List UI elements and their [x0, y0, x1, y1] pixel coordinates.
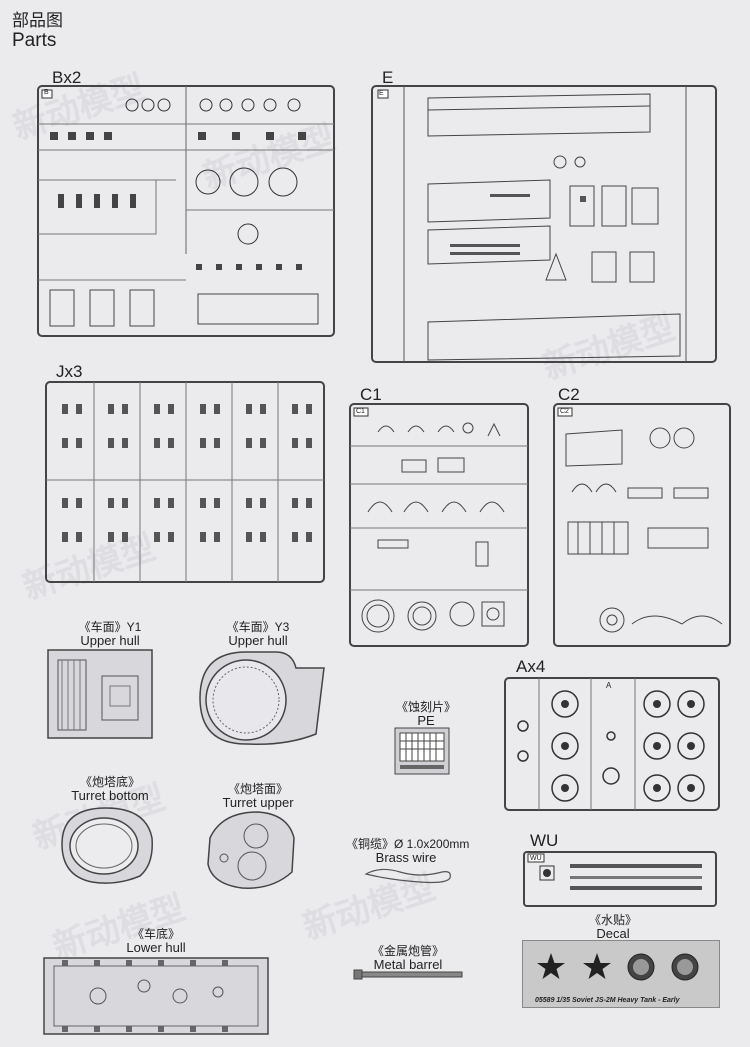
decal-product-caption: 05589 1/35 Soviet JS-2M Heavy Tank - Ear…	[535, 997, 680, 1004]
turret-bottom-caption: 《炮塔底》 Turret bottom	[60, 775, 160, 803]
sprue-tag-a: A	[606, 681, 612, 690]
turret-upper-caption-cn: 《炮塔面》	[227, 782, 288, 796]
sprue-label-ax4: Ax4	[516, 657, 546, 676]
pe-caption: 《蚀刻片》 PE	[386, 700, 466, 728]
sprue-tag-e: E	[379, 90, 384, 97]
metal-barrel-diagram	[353, 969, 463, 980]
decal-caption-en: Decal	[596, 926, 630, 941]
sprue-c2-diagram	[553, 403, 731, 647]
turret-upper-caption-en: Turret upper	[222, 795, 294, 810]
metal-barrel-caption: 《金属炮管》 Metal barrel	[358, 944, 458, 972]
sprue-label-c1: C1	[360, 385, 382, 404]
turret-bottom-caption-cn: 《炮塔底》	[79, 775, 140, 789]
brass-wire-caption-cn: 《铜缆》Ø 1.0x200mm	[346, 837, 470, 851]
sprue-wu-diagram	[523, 851, 717, 907]
sprue-e-diagram	[371, 85, 717, 363]
lower-hull-caption-cn: 《车底》	[131, 927, 180, 941]
decal-caption-cn: 《水贴》	[588, 913, 637, 927]
lower-hull-diagram	[43, 957, 269, 1035]
y3-caption: 《车面》Y3 Upper hull	[208, 620, 308, 648]
sprue-label-wu: WU	[530, 831, 559, 850]
upper-hull-y3-diagram	[199, 651, 325, 746]
brass-wire-diagram	[364, 868, 451, 884]
turret-upper-diagram	[207, 811, 295, 889]
sprue-c1-diagram	[349, 403, 529, 647]
lower-hull-caption-en: Lower hull	[126, 940, 186, 955]
sprue-label-bx2: Bx2	[52, 68, 82, 87]
pe-caption-en: PE	[417, 713, 435, 728]
pe-fret-diagram	[394, 727, 450, 775]
sprue-bx2-diagram	[37, 85, 335, 337]
y3-caption-cn: 《车面》Y3	[226, 620, 290, 634]
sprue-jx3-diagram	[45, 381, 325, 583]
decal-caption: 《水贴》 Decal	[578, 913, 648, 941]
page-title: Parts	[12, 30, 57, 51]
metal-barrel-caption-cn: 《金属炮管》	[371, 944, 444, 958]
lower-hull-caption: 《车底》 Lower hull	[116, 927, 196, 955]
brass-wire-caption-en: Brass wire	[375, 850, 437, 865]
sprue-tag-c2: C2	[560, 408, 569, 415]
turret-bottom-diagram	[61, 807, 153, 884]
decal-markings	[537, 953, 699, 981]
page-title-cn: 部品图	[12, 11, 63, 30]
brass-wire-caption: 《铜缆》Ø 1.0x200mm Brass wire	[346, 837, 470, 865]
upper-hull-y1-diagram	[47, 649, 153, 739]
sprue-label-c2: C2	[558, 385, 580, 404]
red-star-decal	[537, 953, 565, 979]
sprue-tag-b: B	[44, 89, 49, 96]
sprue-ax4-diagram	[504, 677, 720, 811]
y1-caption-cn: 《车面》Y1	[78, 620, 142, 634]
metal-barrel-caption-en: Metal barrel	[373, 957, 443, 972]
red-star-decal	[583, 953, 611, 979]
sprue-label-jx3: Jx3	[56, 362, 83, 381]
sprue-label-e: E	[382, 68, 394, 87]
y1-caption-en: Upper hull	[80, 633, 140, 648]
decal-sheet: 05589 1/35 Soviet JS-2M Heavy Tank - Ear…	[522, 940, 720, 1008]
sprue-tag-wu: WU	[530, 855, 542, 862]
sprue-tag-c1: C1	[356, 408, 365, 415]
pe-caption-cn: 《蚀刻片》	[395, 700, 456, 714]
turret-bottom-caption-en: Turret bottom	[71, 788, 149, 803]
turret-upper-caption: 《炮塔面》 Turret upper	[208, 782, 308, 810]
y1-caption: 《车面》Y1 Upper hull	[60, 620, 160, 648]
y3-caption-en: Upper hull	[228, 633, 288, 648]
